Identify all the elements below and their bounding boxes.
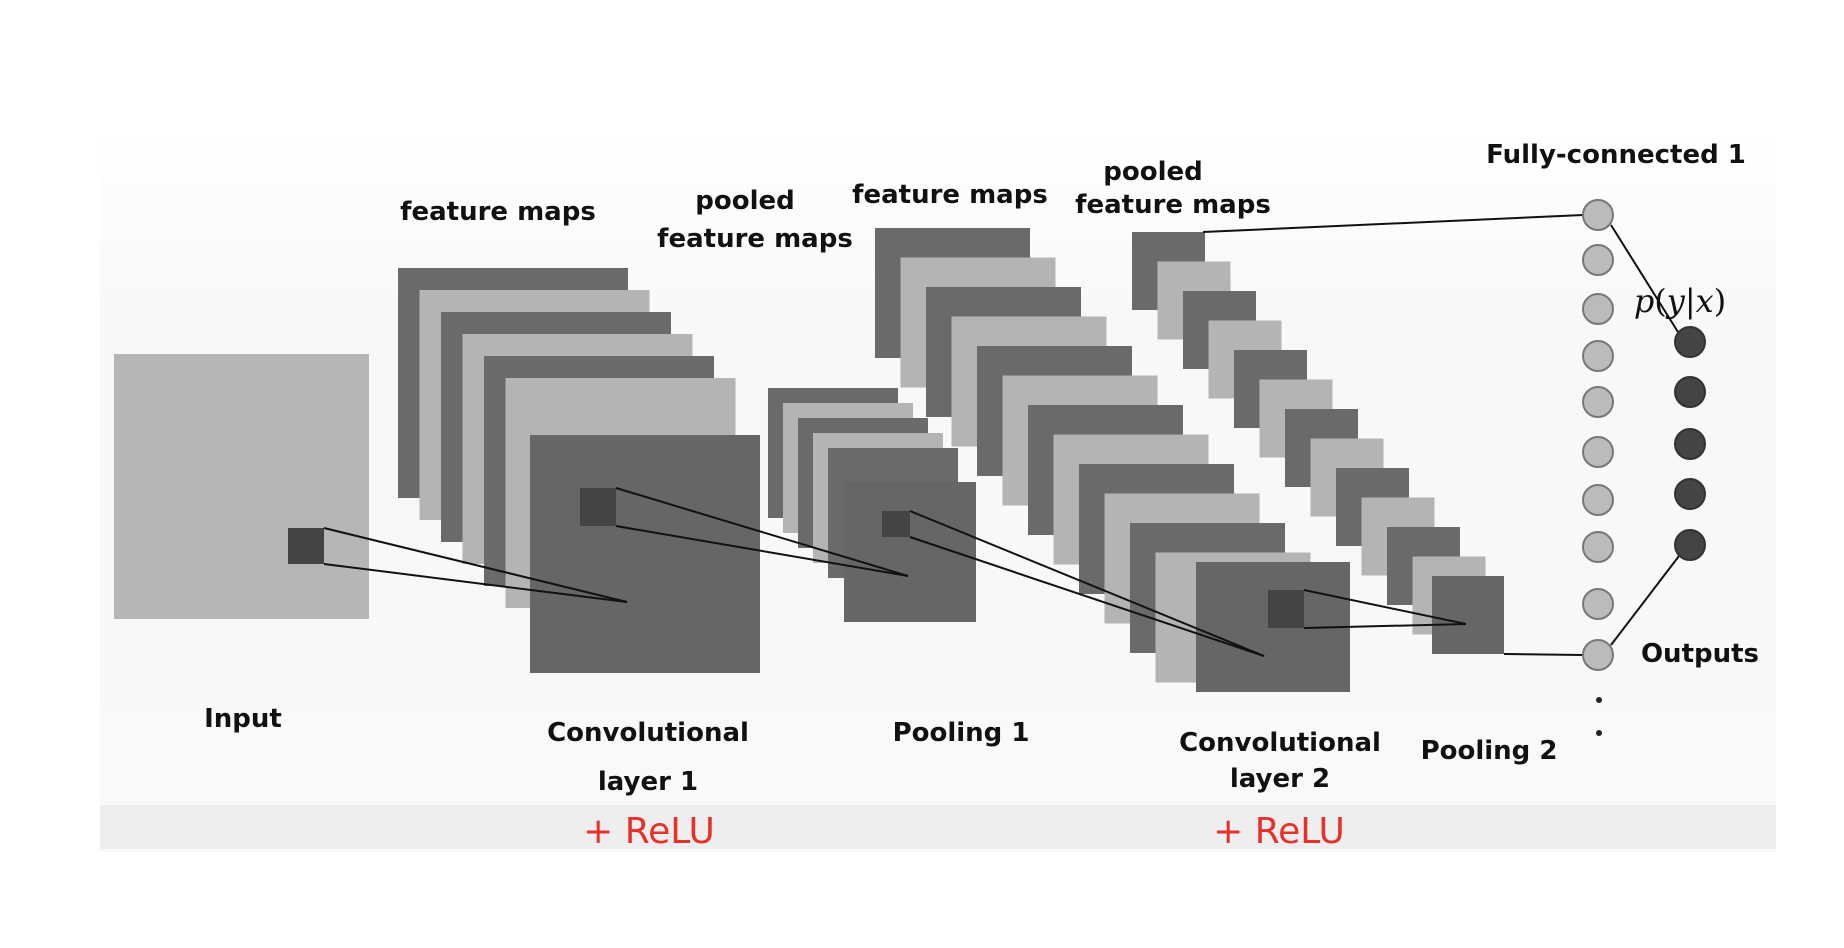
receptive-field-input — [288, 528, 324, 564]
fc-node — [1582, 436, 1614, 468]
output-node — [1674, 478, 1706, 510]
receptive-field-conv1 — [580, 488, 616, 526]
projection-line — [615, 525, 909, 577]
ellipsis-dot — [1596, 730, 1602, 736]
output-node — [1674, 529, 1706, 561]
receptive-field-pool1 — [882, 511, 910, 537]
prob-x: x — [1696, 282, 1714, 320]
output-nodes — [1674, 326, 1706, 561]
input-image — [114, 354, 369, 619]
probability-label: p(y|x) — [1634, 282, 1726, 320]
projection-line — [323, 563, 628, 603]
prob-bar: | — [1685, 282, 1696, 320]
output-node — [1674, 376, 1706, 408]
pool2-feature-maps — [1132, 232, 1504, 654]
fully-connected-label: Fully-connected 1 — [1486, 140, 1746, 170]
fully-connected-nodes — [1582, 199, 1614, 671]
fc-connection-line — [1610, 224, 1679, 333]
outputs-label: Outputs — [1641, 639, 1759, 669]
pooled-label-1: pooled — [695, 186, 795, 216]
prob-p: p — [1634, 282, 1654, 320]
feature-maps-label-2: feature maps — [852, 180, 1048, 210]
conv2-label-line2: layer 2 — [1230, 764, 1330, 794]
input-label: Input — [204, 704, 282, 734]
conv2-label-line1: Convolutional — [1179, 728, 1381, 758]
feature-maps-label-1: feature maps — [400, 197, 596, 227]
relu-label-1: + ReLU — [583, 811, 715, 852]
fc-node — [1582, 340, 1614, 372]
pooled-feature-map — [1432, 576, 1504, 654]
projection-line — [615, 487, 909, 577]
prob-close: ) — [1714, 282, 1726, 320]
prob-y: y — [1665, 282, 1686, 320]
fc-node — [1582, 386, 1614, 418]
relu-label-2: + ReLU — [1213, 811, 1345, 852]
fc-connection-line — [1202, 214, 1584, 233]
fully-connected-lines — [1202, 214, 1680, 656]
projection-line — [909, 510, 1265, 657]
conv1-feature-maps — [398, 268, 760, 673]
pooled-label-2: pooled — [1103, 157, 1203, 187]
conv1-label-line2: layer 1 — [598, 767, 698, 797]
fc-node — [1582, 588, 1614, 620]
fc-node — [1582, 244, 1614, 276]
input-layer — [114, 354, 369, 619]
fc-connection-line — [1503, 653, 1584, 656]
fc-node — [1582, 531, 1614, 563]
feature-map — [530, 435, 760, 673]
pooling2-label: Pooling 2 — [1421, 736, 1558, 766]
output-node — [1674, 428, 1706, 460]
prob-open: ( — [1654, 282, 1666, 320]
pooling1-label: Pooling 1 — [893, 718, 1030, 748]
relu-band — [100, 805, 1776, 849]
fc-node — [1582, 293, 1614, 325]
receptive-field-conv2 — [1268, 590, 1304, 628]
pooled-feature-maps-label-1: feature maps — [657, 224, 853, 254]
pooled-feature-maps-label-2: feature maps — [1075, 190, 1271, 220]
projection-line — [909, 536, 1265, 657]
fc-node — [1582, 639, 1614, 671]
ellipsis-dot — [1596, 697, 1602, 703]
projection-line — [1303, 623, 1467, 629]
fc-connection-line — [1610, 555, 1680, 646]
receptive-field-lines — [323, 487, 1467, 657]
conv2-feature-maps — [875, 228, 1350, 692]
projection-line — [323, 527, 628, 603]
fc-node — [1582, 484, 1614, 516]
fc-node — [1582, 199, 1614, 231]
conv1-label-line1: Convolutional — [547, 718, 749, 748]
projection-line — [1303, 589, 1467, 625]
output-node — [1674, 326, 1706, 358]
